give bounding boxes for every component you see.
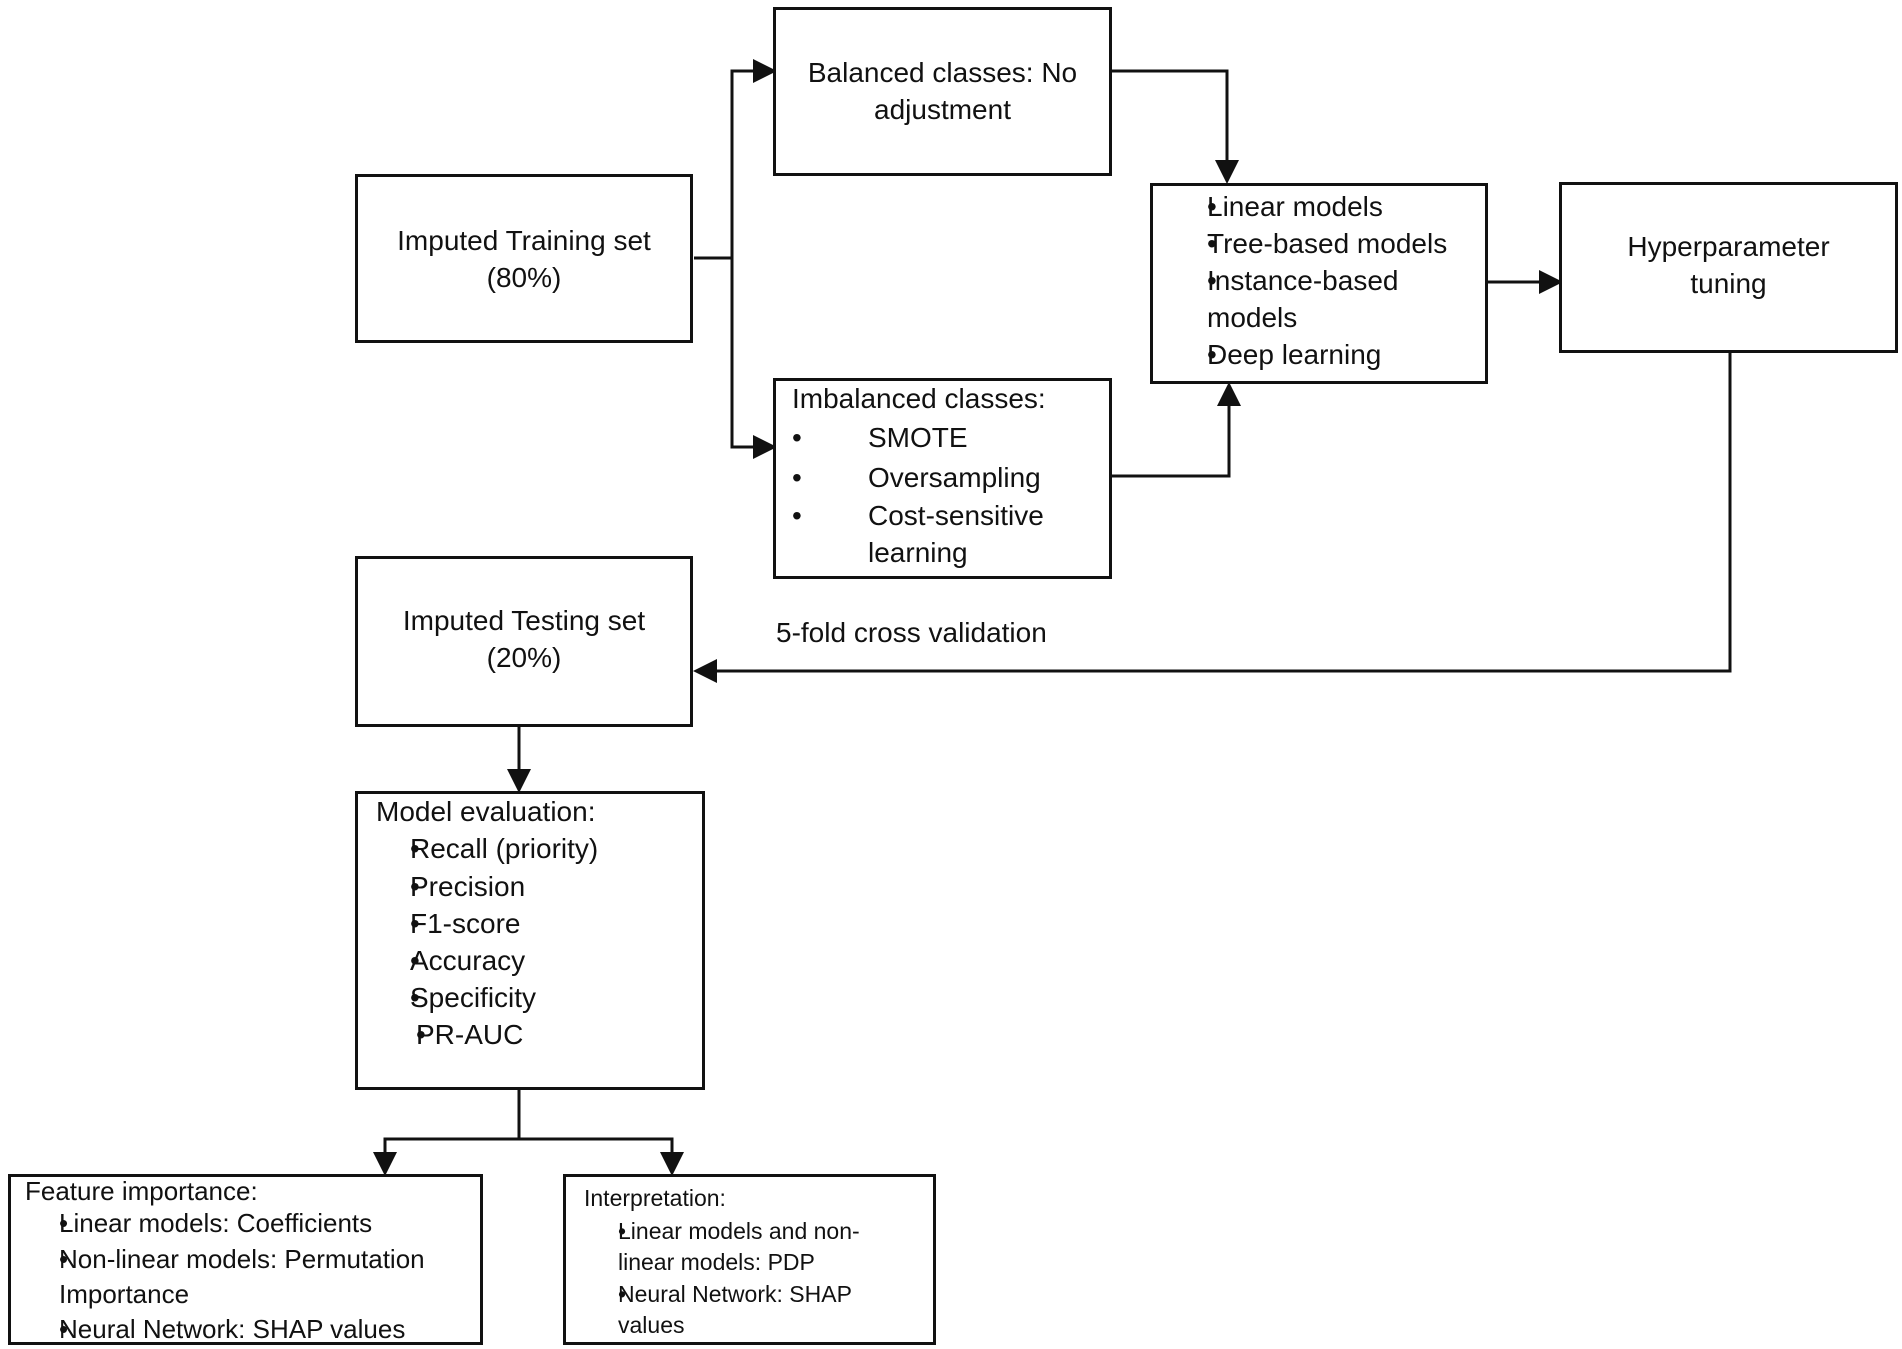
hyperparameter-label: Hyperparameter [1627,231,1830,262]
model-evaluation-node: Model evaluation: Recall (priority) Prec… [355,791,705,1090]
imbalanced-item-label: Oversampling [868,462,1041,493]
imbalanced-classes-title: Imbalanced classes: [792,383,1046,414]
feature-importance-item: Non-linear models: Permutation Importanc… [25,1242,481,1312]
training-set-label: Imputed Training set [397,224,651,256]
training-set-node: Imputed Training set (80%) [355,174,693,343]
edge-evaluation-to-interpretation [519,1137,684,1176]
evaluation-metric-item: Specificity [376,979,696,1016]
model-evaluation-title: Model evaluation: [376,796,596,827]
testing-set-node: Imputed Testing set (20%) [355,556,693,727]
edge-hyper-to-testing [693,352,1732,683]
edge-imbalanced-to-models [1111,382,1241,478]
balanced-classes-detail: adjustment [874,94,1011,125]
evaluation-metric-item: Accuracy [376,942,696,979]
imbalanced-item-label: Cost-sensitive learning [868,500,1044,568]
evaluation-metric-item: Precision [376,868,696,905]
feature-importance-node: Feature importance: Linear models: Coeff… [8,1174,483,1347]
training-set-percent: (80%) [486,261,562,293]
interpretation-item: Neural Network: SHAP values [584,1279,874,1341]
feature-importance-title: Feature importance: [25,1176,258,1206]
testing-set-percent: (20%) [486,642,562,673]
interpretation-node: Interpretation: Linear models and non-li… [563,1174,936,1345]
balanced-classes-node: Balanced classes: No adjustment [773,7,1112,176]
testing-set-label: Imputed Testing set [402,605,646,636]
imbalanced-classes-node: Imbalanced classes: • SMOTE • Oversampli… [773,378,1112,579]
evaluation-metric-item: F1-score [376,905,696,942]
feature-importance-item: Neural Network: SHAP values [25,1312,481,1347]
interpretation-title: Interpretation: [584,1185,726,1211]
edge-evaluation-to-feature [373,1137,519,1176]
edge-training-to-imbalanced [730,258,777,459]
evaluation-metric-item: Recall (priority) [376,830,696,868]
evaluation-metric-item: PR-AUC [376,1016,696,1053]
model-family-item: Tree-based models [1167,225,1477,262]
model-family-item: Instance-based models [1167,262,1477,336]
feature-importance-item: Linear models: Coefficients [25,1206,481,1241]
hyperparameter-tuning-node: Hyperparameter tuning [1559,182,1898,353]
edge-balanced-to-models [1111,69,1239,184]
imbalanced-item-label: SMOTE [868,422,968,453]
cross-validation-label: 5-fold cross validation [776,617,1047,648]
hyperparameter-detail: tuning [1690,268,1767,299]
balanced-classes-label: Balanced classes: No [807,57,1078,88]
model-family-item: Linear models [1167,188,1477,225]
model-families-node: Linear models Tree-based models Instance… [1150,183,1488,384]
interpretation-item: Linear models and non-linear models: PDP [584,1216,874,1278]
edge-training-to-balanced [730,59,777,258]
model-family-item: Deep learning [1167,336,1477,373]
